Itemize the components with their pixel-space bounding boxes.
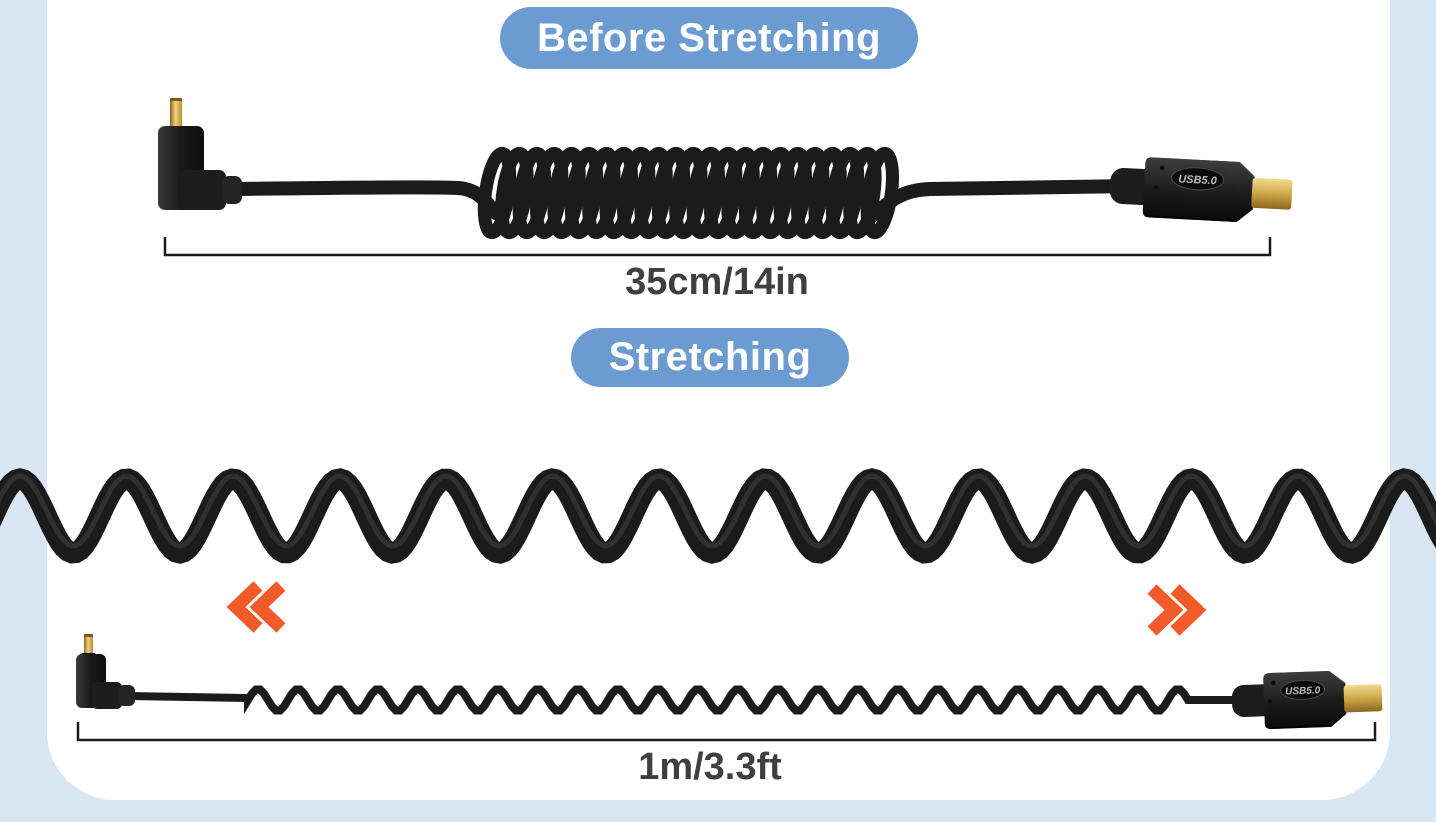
double-chevron-left-icon <box>226 581 286 633</box>
strain-relief <box>222 176 242 204</box>
white-card <box>47 0 1390 800</box>
stretched-length-label: 1m/3.3ft <box>638 746 782 788</box>
screw-dot <box>1159 165 1165 171</box>
coiled-cable-illustration: USB5.0 <box>158 98 1293 240</box>
stretched-cable-wave <box>124 685 1260 715</box>
measurement-bracket-coiled <box>163 237 1272 257</box>
usb-speed-label: USB5.0 <box>1178 173 1218 187</box>
body-shadow <box>1148 207 1253 222</box>
right-angle-connector <box>158 98 242 210</box>
badge-label: Stretching <box>608 335 812 379</box>
gold-pin <box>170 101 182 130</box>
cable-segment <box>228 180 503 220</box>
gold-tip <box>1343 684 1383 713</box>
gold-tip <box>1251 177 1293 210</box>
connector-arm <box>92 682 122 709</box>
body-highlight <box>1151 157 1255 178</box>
tight-coil <box>477 146 899 240</box>
coiled-length-label: 35cm/14in <box>625 261 809 303</box>
stretched-cable-illustration: USB5.0 <box>76 634 1383 730</box>
screw-dot <box>1268 699 1273 704</box>
connector-body <box>1263 670 1347 730</box>
stretching-wave <box>0 468 1436 564</box>
before-stretching-badge: Before Stretching <box>500 7 918 69</box>
measurement-bracket-stretched <box>76 722 1377 742</box>
usb-speed-label: USB5.0 <box>1285 685 1321 697</box>
body-shadow <box>1270 712 1347 730</box>
wave-sheen <box>0 473 1436 549</box>
body-highlight <box>1269 670 1346 685</box>
usb-badge-oval <box>1171 167 1225 191</box>
pin-tip <box>84 634 93 639</box>
stretching-badge: Stretching <box>571 328 849 387</box>
strain-relief <box>118 685 135 706</box>
screw-dot <box>1153 185 1159 190</box>
connector-arm <box>180 170 226 210</box>
stretch-arrows <box>226 581 1207 636</box>
cable-segment <box>865 179 1142 223</box>
usb-c-connector: USB5.0 <box>1231 670 1383 730</box>
badge-label: Before Stretching <box>536 15 882 60</box>
usb-badge-oval <box>1280 679 1326 700</box>
usb-c-connector: USB5.0 <box>1109 157 1293 222</box>
double-chevron-right-icon <box>1147 584 1207 636</box>
screw-dot <box>1271 680 1276 685</box>
gold-pin <box>84 637 93 658</box>
right-angle-connector <box>76 634 135 709</box>
